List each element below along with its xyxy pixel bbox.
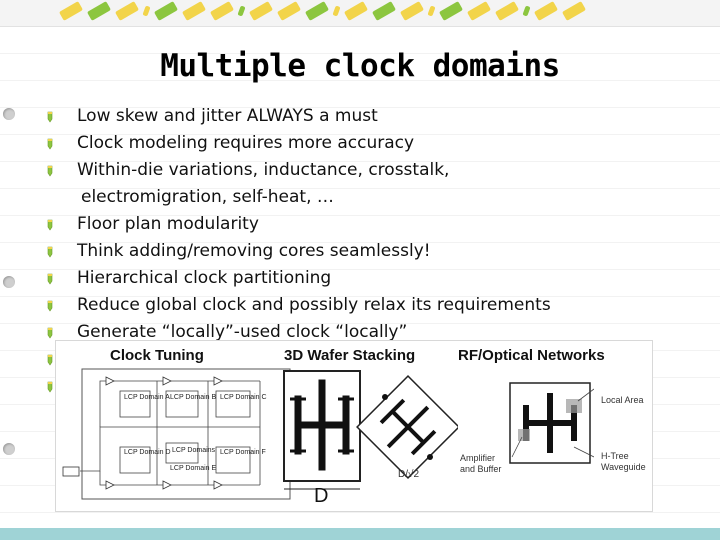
pencil-icon	[304, 1, 330, 21]
pencil-icon	[371, 1, 397, 21]
bullet-item: Reduce global clock and possibly relax i…	[46, 292, 551, 319]
bullet-item	[46, 346, 551, 373]
binder-hole	[3, 276, 15, 288]
pencil-icon	[522, 5, 531, 17]
pencil-icon	[561, 1, 587, 21]
pencil-icon	[276, 1, 302, 21]
wafer-stacking-diagram	[283, 370, 458, 490]
pencil-icon	[114, 1, 140, 21]
pencil-bullet-icon	[47, 273, 53, 285]
wafer-stacking-title: 3D Wafer Stacking	[284, 347, 416, 364]
clock-tuning-diagram	[62, 368, 291, 500]
bullet-text: Think adding/removing cores seamlessly!	[77, 241, 431, 261]
bullet-item: Low skew and jitter ALWAYS a must	[46, 103, 551, 130]
htree-waveguide-label: H-Tree Waveguide	[601, 451, 646, 472]
pencil-bullet-icon	[47, 111, 53, 123]
decorative-pencil-border	[0, 0, 720, 27]
bullet-item: Clock modeling requires more accuracy	[46, 130, 551, 157]
pencil-bullet-icon	[47, 381, 53, 393]
pencil-bullet-icon	[47, 165, 53, 177]
pencil-bullet-icon	[47, 246, 53, 258]
clock-tuning-title: Clock Tuning	[110, 347, 204, 364]
bullet-item: Hierarchical clock partitioning	[46, 265, 551, 292]
rf-optical-title: RF/Optical Networks	[458, 347, 605, 364]
bullet-item: Within-die variations, inductance, cross…	[46, 157, 551, 184]
pencil-bullet-icon	[47, 300, 53, 312]
domain-d-label: LCP Domain D	[124, 449, 171, 456]
pencil-icon	[237, 5, 246, 17]
bullet-text: Hierarchical clock partitioning	[77, 268, 332, 288]
local-area-label: Local Area	[601, 395, 644, 405]
pencil-bullet-icon	[47, 138, 53, 150]
bullet-item: Generate “locally”-used clock “locally”	[46, 319, 551, 346]
bullet-text: electromigration, self-heat, …	[81, 187, 334, 207]
bullet-continuation: electromigration, self-heat, …	[46, 184, 551, 211]
binder-hole	[3, 108, 15, 120]
pencil-icon	[181, 1, 207, 21]
pencil-icon	[86, 1, 112, 21]
pencil-pattern	[58, 1, 587, 21]
pencil-icon	[248, 1, 274, 21]
bullet-item	[46, 373, 551, 400]
wafer-diagonal-label: D/√2	[398, 469, 420, 480]
pencil-icon	[58, 1, 84, 21]
bullet-item: Think adding/removing cores seamlessly!	[46, 238, 551, 265]
pencil-bullet-icon	[47, 219, 53, 231]
wafer-dimension-label: D	[314, 485, 329, 507]
pencil-icon	[494, 1, 520, 21]
bullet-item: Floor plan modularity	[46, 211, 551, 238]
pencil-icon	[343, 1, 369, 21]
domain-a-label: LCP Domain A	[124, 394, 170, 401]
bullet-text: Clock modeling requires more accuracy	[77, 133, 415, 153]
bullet-text: Floor plan modularity	[77, 214, 259, 234]
amplifier-label: Amplifier and Buffer	[460, 453, 502, 474]
bullet-text: Reduce global clock and possibly relax i…	[77, 295, 551, 315]
pencil-icon	[427, 5, 436, 17]
pencil-icon	[153, 1, 179, 21]
binder-hole	[3, 443, 15, 455]
pencil-icon	[209, 1, 235, 21]
domain-c-label: LCP Domain C	[220, 394, 267, 401]
domain-b-label: LCP Domain B	[170, 394, 217, 401]
pencil-bullet-icon	[47, 354, 53, 366]
bullet-text: Low skew and jitter ALWAYS a must	[77, 106, 378, 126]
rf-optical-diagram	[509, 382, 594, 464]
bullet-text: Generate “locally”-used clock “locally”	[77, 322, 408, 342]
bullet-text: Within-die variations, inductance, cross…	[77, 160, 450, 180]
domain-f-label: LCP Domain F	[220, 449, 266, 456]
pencil-icon	[533, 1, 559, 21]
slide-title: Multiple clock domains	[160, 48, 560, 84]
pencil-icon	[438, 1, 464, 21]
pencil-icon	[332, 5, 341, 17]
pencil-icon	[466, 1, 492, 21]
pencil-icon	[142, 5, 151, 17]
domain-e-label: LCP Domain E	[170, 465, 217, 472]
bottom-color-band	[0, 528, 720, 540]
lcp-domains-center-label: LCP Domains	[172, 447, 216, 454]
pencil-icon	[399, 1, 425, 21]
pencil-bullet-icon	[47, 327, 53, 339]
clock-architectures-figure: Clock Tuning LCP Domain A LCP Do	[55, 340, 653, 512]
